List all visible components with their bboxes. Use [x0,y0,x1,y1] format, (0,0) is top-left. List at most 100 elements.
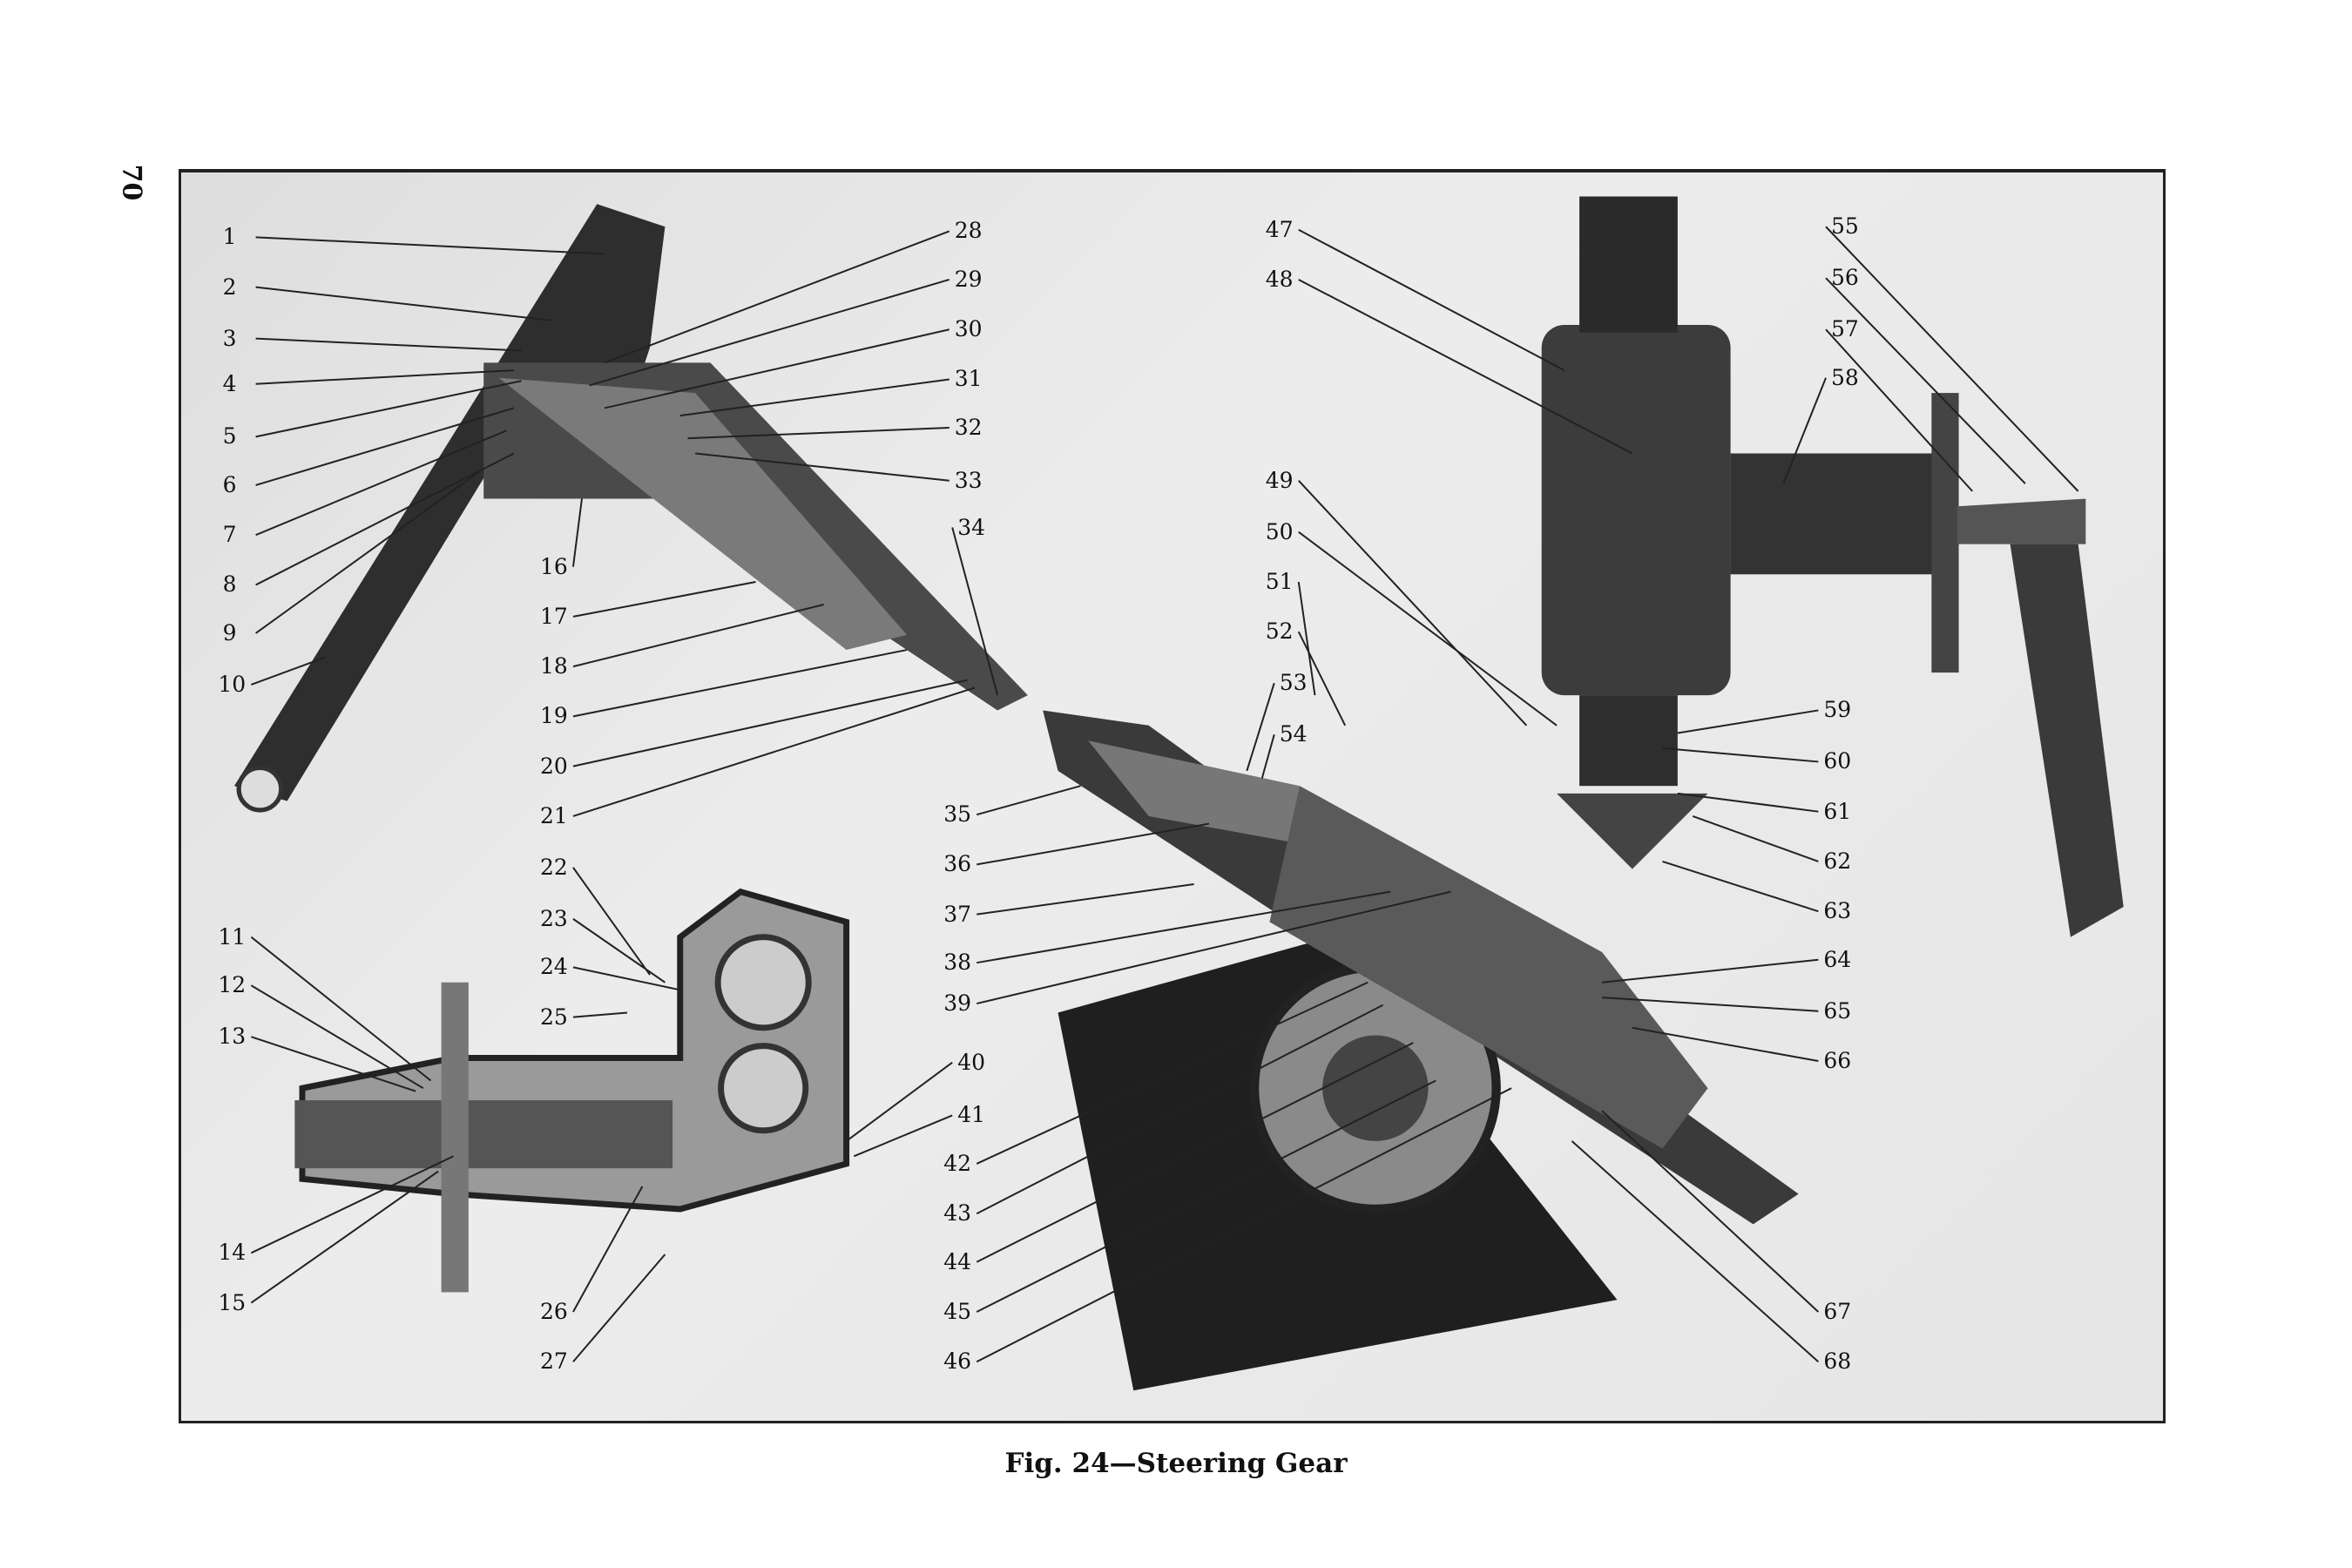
callout-label: 67 [1823,1298,1852,1324]
leader-line [250,984,424,1090]
sector-shaft [294,1100,673,1169]
leader-line [977,822,1210,866]
leader-line [572,1254,666,1362]
leader-line [976,1079,1436,1313]
callout-label: 51 [1265,568,1294,594]
callout-label: 10 [218,671,247,697]
leader-line [572,966,680,991]
leader-line [1825,226,2079,492]
callout-label: 26 [539,1298,568,1324]
callout-label: 25 [539,1004,568,1030]
leader-line [1825,277,2026,484]
leader-line [572,649,908,718]
gear-box-exterior [1541,325,1731,696]
leader-line [853,1114,953,1158]
leader-line [1297,581,1316,696]
callout-label: 12 [218,972,247,998]
leader-line [977,882,1194,916]
callout-label: 29 [954,266,983,292]
leader-line [976,1087,1512,1363]
callout-label: 42 [943,1150,971,1176]
callout-label: 30 [954,316,983,342]
callout-label: 36 [943,851,971,877]
callout-label: 43 [943,1200,971,1227]
leader-line [604,328,950,409]
worm-housing [1269,786,1708,1149]
callout-label: 34 [957,514,985,540]
leader-line [250,1155,454,1254]
callout-label: 21 [539,802,568,828]
callout-label: 35 [943,801,971,828]
leader-line [255,236,605,255]
callout-label: 27 [539,1348,568,1375]
leader-line [694,452,950,482]
leader-line [572,604,824,668]
callout-label: 32 [954,415,983,440]
leader-line [1782,377,1827,484]
leader-line [571,498,583,567]
callout-label: 52 [1265,618,1294,645]
leader-line [572,679,968,767]
callout-label: 62 [1823,848,1852,874]
callout-label: 45 [943,1298,971,1324]
callout-label: 53 [1279,670,1308,696]
leader-line [951,527,999,696]
callout-label: 58 [1831,364,1859,390]
leader-line [250,936,432,1082]
callout-label: 1 [222,224,237,250]
callout-label: 15 [218,1289,247,1315]
leader-line [846,1061,953,1142]
leader-line [1298,279,1633,455]
callout-label: 31 [954,366,983,392]
callout-label: 20 [539,753,568,779]
callout-label: 28 [954,218,983,244]
callout-label: 5 [222,423,237,449]
leader-line [1260,733,1275,779]
callout-label: 55 [1831,213,1859,240]
leader-line [604,230,950,364]
callout-label: 63 [1823,898,1852,924]
callout-label: 65 [1823,997,1852,1024]
callout-label: 57 [1831,316,1859,342]
leader-line [976,1042,1414,1263]
leader-line [255,380,522,438]
leader-line [572,867,651,976]
leader-line [572,1186,644,1313]
leader-line [976,890,1451,1005]
callout-label: 6 [222,471,237,497]
callout-label: 50 [1265,518,1294,544]
callout-label: 16 [539,553,568,579]
leader-line [255,429,507,537]
figure-caption: Fig. 24—Steering Gear [1004,1448,1348,1479]
leader-line [1298,480,1528,727]
leader-line [977,890,1391,964]
leader-line [1662,747,1819,763]
callout-label: 46 [943,1348,971,1375]
leader-line [255,468,484,634]
callout-label: 23 [539,905,568,931]
callout-label: 60 [1823,748,1852,774]
leader-line [1825,328,1973,492]
leader-line [1602,997,1819,1012]
leader-line [1632,1026,1819,1062]
leader-line [679,378,950,417]
callout-label: 49 [1265,467,1294,493]
leader-line [572,1011,628,1018]
callout-label: 41 [957,1102,985,1128]
callout-label: 18 [539,653,568,679]
leader-line [976,1004,1383,1215]
leader-line [976,785,1081,816]
callout-label: 37 [943,901,971,927]
leader-line [976,981,1369,1165]
steering-wheel-spoke [233,204,666,801]
callout-label: 22 [539,854,568,880]
callout-label: 7 [222,522,237,548]
leader-line [1677,792,1819,813]
leader-line [572,686,976,817]
callout-label: 66 [1823,1047,1852,1073]
leader-line [255,286,552,321]
leader-line [1298,228,1565,371]
leader-line [589,279,950,387]
leader-line [572,918,666,983]
